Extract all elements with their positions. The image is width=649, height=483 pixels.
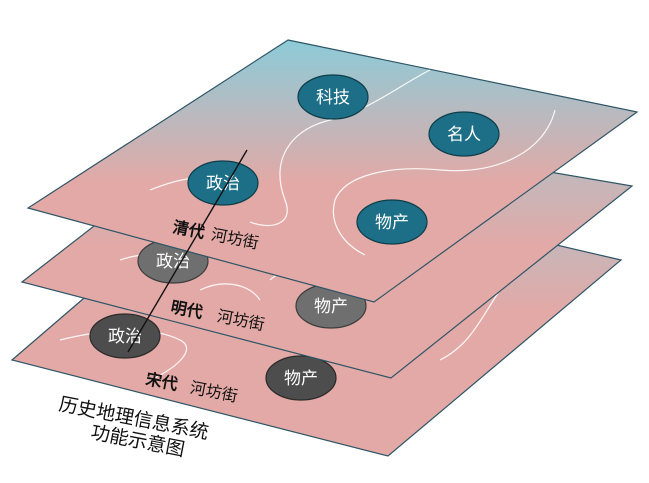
- bubble-qing-celebrities[interactable]: 名人: [428, 111, 500, 157]
- bubble-label: 物产: [284, 369, 318, 389]
- bubble-shape: [428, 111, 500, 157]
- bubble-shape: [89, 313, 161, 359]
- contour-line: [332, 109, 556, 256]
- bubble-qing-technology[interactable]: 科技: [297, 74, 369, 120]
- bubble-song-products[interactable]: 物产: [265, 355, 337, 401]
- bubble-qing-products[interactable]: 物产: [356, 199, 428, 245]
- bubble-label: 物产: [314, 297, 348, 317]
- contour-line: [439, 289, 501, 361]
- bubble-label: 物产: [375, 213, 409, 233]
- bubble-label: 科技: [316, 88, 350, 108]
- plane-qing: [26, 39, 639, 303]
- bubble-song-politics[interactable]: 政治: [89, 313, 161, 359]
- bubble-label: 名人: [447, 125, 481, 145]
- bubble-shape: [356, 199, 428, 245]
- bubble-shape: [297, 74, 369, 120]
- bubble-shape: [265, 355, 337, 401]
- politics-connector-line: [127, 149, 248, 353]
- bubble-label: 政治: [156, 252, 190, 272]
- bubble-qing-politics[interactable]: 政治: [187, 160, 259, 206]
- era-label-ming: 明代 河坊街: [169, 297, 266, 334]
- contour-line: [249, 69, 431, 227]
- contour-line: [199, 283, 261, 301]
- layer-qing: 科技 名人 政治 物产 清代 河坊街: [26, 39, 639, 303]
- bubble-label: 政治: [206, 174, 240, 194]
- bubble-shape: [187, 160, 259, 206]
